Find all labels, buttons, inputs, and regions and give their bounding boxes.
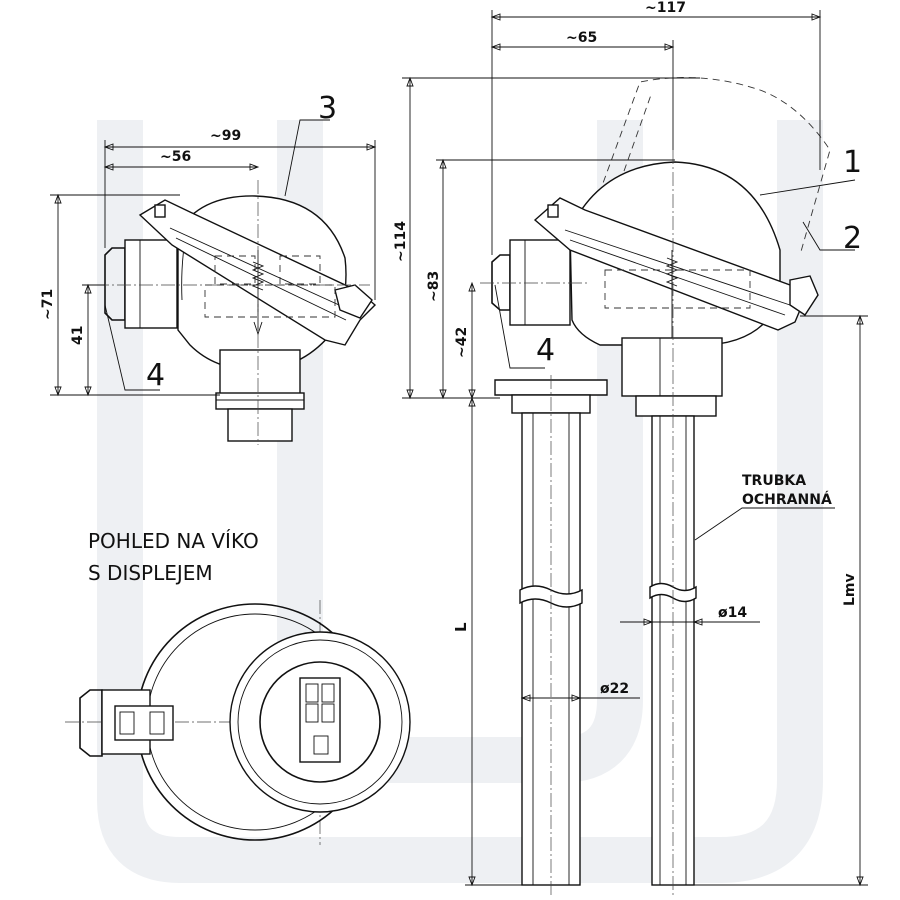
dim-h71: ~71 (40, 289, 56, 320)
dim-h41: 41 (70, 326, 86, 345)
lid-view (65, 600, 411, 845)
part-number-3: 3 (318, 91, 337, 126)
part-number-1: 1 (843, 145, 862, 180)
side-view (95, 180, 377, 445)
dim-w65: ~65 (566, 30, 597, 46)
front-view-dimensions (402, 10, 868, 887)
front-view (480, 77, 831, 895)
dim-d14: ø14 (718, 605, 747, 621)
part-number-4-front: 4 (536, 333, 555, 368)
part-number-4-side: 4 (146, 358, 165, 393)
tube-label-line1: TRUBKA (742, 473, 806, 489)
dim-d22: ø22 (600, 681, 629, 697)
side-view-dimensions (50, 119, 377, 397)
dim-h42: ~42 (454, 327, 470, 358)
tube-label-line2: OCHRANNÁ (742, 491, 832, 508)
part-number-2: 2 (843, 221, 862, 256)
dim-w56: ~56 (160, 149, 191, 165)
lid-view-title-line2: S DISPLEJEM (88, 561, 213, 585)
dim-w117: ~117 (645, 0, 686, 16)
dim-L: L (452, 622, 470, 632)
dim-Lmv: Lmv (842, 573, 858, 606)
dim-h83: ~83 (426, 271, 442, 302)
lid-view-title-line1: POHLED NA VÍKO (88, 529, 259, 553)
dim-w99: ~99 (210, 128, 241, 144)
dim-h114: ~114 (393, 221, 409, 262)
